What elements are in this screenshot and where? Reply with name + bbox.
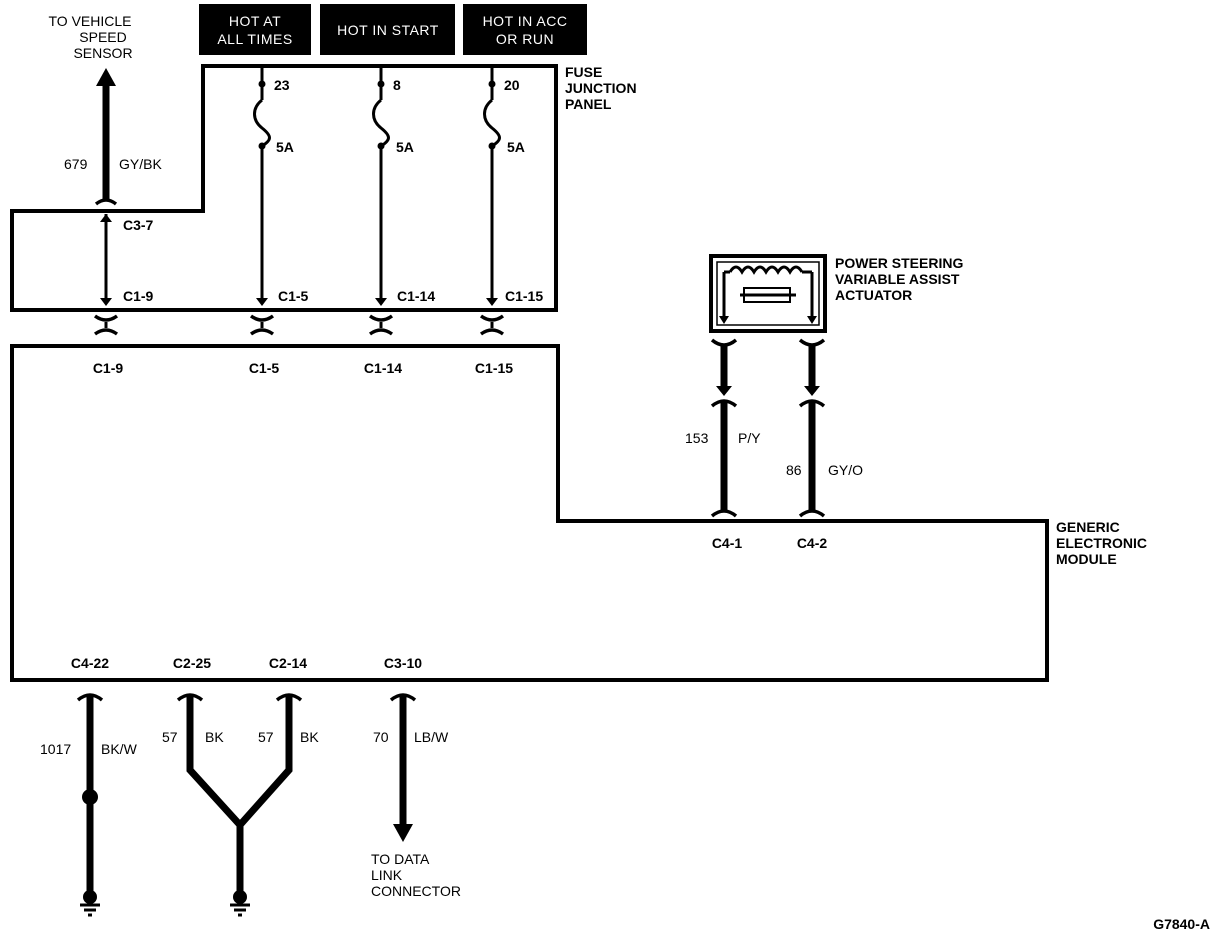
svg-text:20: 20: [504, 77, 520, 93]
ground-symbol-center: [230, 890, 250, 917]
svg-text:23: 23: [274, 77, 290, 93]
gem-box: [10, 344, 1049, 682]
fuse-panel-internal-wires: [100, 146, 498, 306]
svg-text:70: 70: [373, 729, 389, 745]
svg-text:5A: 5A: [507, 139, 525, 155]
header-box-hot-in-acc-or-run: [463, 4, 587, 55]
gem-connector-c1-15: C1-15: [475, 360, 513, 376]
svg-text:57: 57: [258, 729, 274, 745]
svg-text:GENERIC: GENERIC: [1056, 519, 1120, 535]
connector-c3-7: C3-7: [123, 217, 154, 233]
fjp-gem-connectors: [93, 314, 505, 336]
header-hot-at-all-times-line1: HOT AT: [229, 13, 281, 29]
fuse-23: 23 5A: [253, 66, 294, 155]
svg-text:POWER STEERING: POWER STEERING: [835, 255, 963, 271]
ground-symbol-left: [80, 890, 100, 917]
svg-text:5A: 5A: [396, 139, 414, 155]
header-hot-in-acc-line2: OR RUN: [496, 31, 554, 47]
header-hot-in-acc-line1: HOT IN ACC: [483, 13, 568, 29]
fuse-8: 8 5A: [372, 66, 414, 155]
wire-1017: 1017 BK/W: [40, 693, 138, 895]
header-hot-at-all-times-line2: ALL TIMES: [217, 31, 292, 47]
dlc-label: TO DATA LINK CONNECTOR: [371, 851, 461, 899]
svg-text:57: 57: [162, 729, 178, 745]
svg-text:SPEED: SPEED: [79, 29, 126, 45]
gem-label: GENERIC ELECTRONIC MODULE: [1056, 519, 1147, 567]
svg-text:GY/O: GY/O: [828, 462, 863, 478]
fuse-junction-panel-box: [10, 64, 558, 312]
svg-text:FUSE: FUSE: [565, 64, 602, 80]
actuator-label: POWER STEERING VARIABLE ASSIST ACTUATOR: [835, 255, 963, 303]
gem-connector-c1-14: C1-14: [364, 360, 402, 376]
svg-text:LINK: LINK: [371, 867, 403, 883]
gem-connector-c2-14: C2-14: [269, 655, 307, 671]
power-steering-actuator: [709, 254, 827, 333]
svg-text:P/Y: P/Y: [738, 430, 761, 446]
wire-70: 70 LB/W: [373, 693, 449, 842]
gem-connector-c2-25: C2-25: [173, 655, 211, 671]
wire-86: 86 GY/O: [786, 338, 863, 518]
gem-connector-c1-9: C1-9: [93, 360, 124, 376]
svg-text:153: 153: [685, 430, 709, 446]
power-headers: HOT AT ALL TIMES HOT IN START HOT IN ACC…: [199, 4, 587, 55]
svg-text:MODULE: MODULE: [1056, 551, 1117, 567]
fuse-20: 20 5A: [483, 66, 525, 155]
svg-text:1017: 1017: [40, 741, 71, 757]
figure-id: G7840-A: [1153, 916, 1210, 932]
svg-text:ELECTRONIC: ELECTRONIC: [1056, 535, 1147, 551]
wire-679: 679 GY/BK: [64, 68, 162, 206]
gem-connector-c4-2: C4-2: [797, 535, 828, 551]
svg-text:LB/W: LB/W: [414, 729, 449, 745]
svg-text:679: 679: [64, 156, 88, 172]
header-hot-in-start: HOT IN START: [337, 22, 439, 38]
connector-fjp-c1-14: C1-14: [397, 288, 435, 304]
wire-153: 153 P/Y: [685, 338, 761, 518]
svg-text:BK: BK: [300, 729, 319, 745]
gem-connector-c1-5: C1-5: [249, 360, 280, 376]
svg-text:5A: 5A: [276, 139, 294, 155]
svg-text:BK/W: BK/W: [101, 741, 138, 757]
svg-text:JUNCTION: JUNCTION: [565, 80, 637, 96]
gem-connector-c4-22: C4-22: [71, 655, 109, 671]
svg-text:8: 8: [393, 77, 401, 93]
svg-text:TO DATA: TO DATA: [371, 851, 430, 867]
gem-connector-c4-1: C4-1: [712, 535, 743, 551]
connector-fjp-c1-15: C1-15: [505, 288, 543, 304]
svg-text:ACTUATOR: ACTUATOR: [835, 287, 912, 303]
svg-text:SENSOR: SENSOR: [73, 45, 132, 61]
svg-text:CONNECTOR: CONNECTOR: [371, 883, 461, 899]
connector-fjp-c1-9: C1-9: [123, 288, 154, 304]
svg-text:GY/BK: GY/BK: [119, 156, 162, 172]
svg-text:VARIABLE ASSIST: VARIABLE ASSIST: [835, 271, 960, 287]
gem-connector-c3-10: C3-10: [384, 655, 422, 671]
wire-57-pair: 57 BK 57 BK: [162, 693, 319, 895]
svg-text:PANEL: PANEL: [565, 96, 612, 112]
svg-text:86: 86: [786, 462, 802, 478]
fuse-junction-panel-label: FUSE JUNCTION PANEL: [565, 64, 637, 112]
svg-text:BK: BK: [205, 729, 224, 745]
vss-label: TO VEHICLE SPEED SENSOR: [49, 13, 133, 61]
header-box-hot-at-all-times: [199, 4, 311, 55]
connector-fjp-c1-5: C1-5: [278, 288, 309, 304]
header-box-hot-in-start: [320, 4, 455, 55]
svg-text:TO VEHICLE: TO VEHICLE: [49, 13, 132, 29]
